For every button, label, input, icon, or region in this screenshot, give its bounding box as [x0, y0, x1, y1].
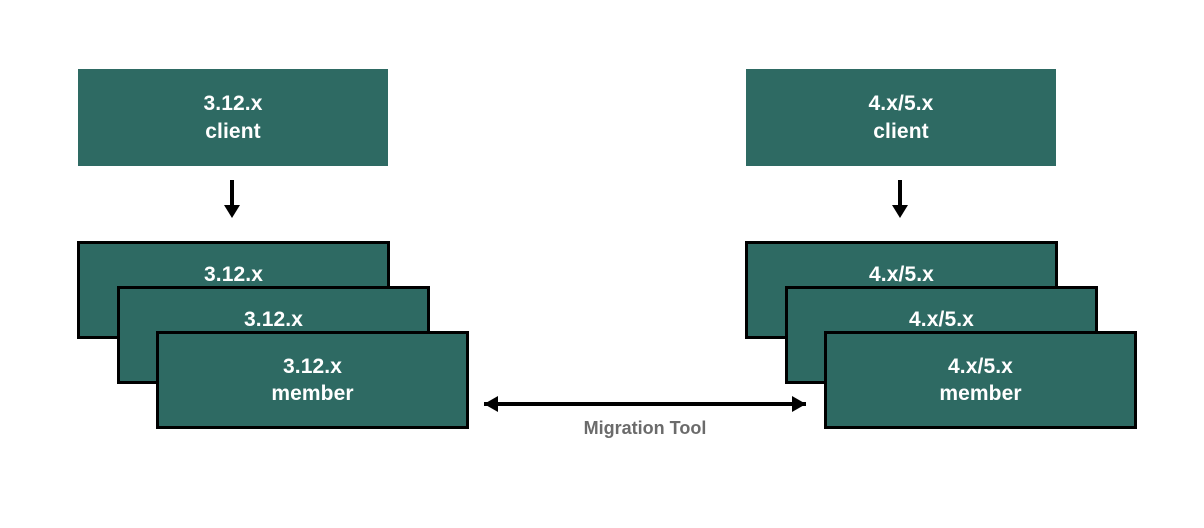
right-member-back-line1: 4.x/5.x — [869, 263, 934, 286]
right-member-middle-line1: 4.x/5.x — [909, 308, 974, 331]
left-client-line1: 3.12.x — [203, 92, 263, 116]
right-member-node-front: 4.x/5.x member — [824, 331, 1137, 429]
arrow-head — [224, 205, 240, 218]
arrow-head-right — [792, 396, 806, 412]
left-member-front-line2: member — [271, 382, 354, 405]
right-client-line1: 4.x/5.x — [868, 92, 934, 116]
arrow-head — [892, 205, 908, 218]
left-member-back-line1: 3.12.x — [204, 263, 263, 286]
left-member-middle-line1: 3.12.x — [244, 308, 303, 331]
right-member-front-line2: member — [939, 382, 1022, 405]
right-client-node: 4.x/5.x client — [746, 69, 1056, 166]
migration-tool-label: Migration Tool — [583, 418, 707, 438]
left-client-node: 3.12.x client — [78, 69, 388, 166]
left-member-node-front: 3.12.x member — [156, 331, 469, 429]
arrow-shaft — [898, 180, 902, 206]
arrow-shaft — [484, 402, 806, 406]
left-client-line2: client — [205, 119, 261, 143]
left-member-front-line1: 3.12.x — [283, 354, 342, 378]
arrow-shaft — [230, 180, 234, 206]
arrow-head-left — [484, 396, 498, 412]
right-client-line2: client — [873, 119, 929, 143]
right-member-front-line1: 4.x/5.x — [948, 354, 1013, 378]
